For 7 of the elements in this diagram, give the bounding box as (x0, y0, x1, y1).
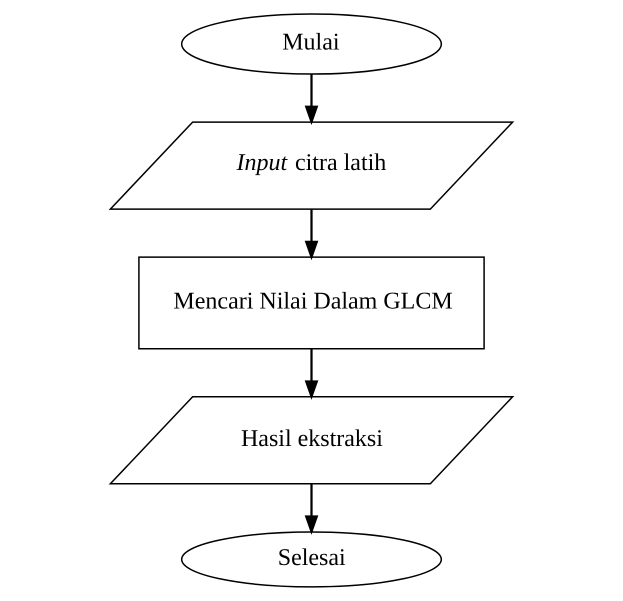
arrow (304, 349, 318, 400)
arrow (304, 210, 318, 260)
arrow (304, 74, 318, 126)
arrow (304, 484, 318, 535)
node-box: Mencari Nilai Dalam GLCM (138, 256, 485, 350)
node-ellipse: Mulai (180, 13, 442, 75)
node-ellipse: Selesai (180, 531, 442, 588)
